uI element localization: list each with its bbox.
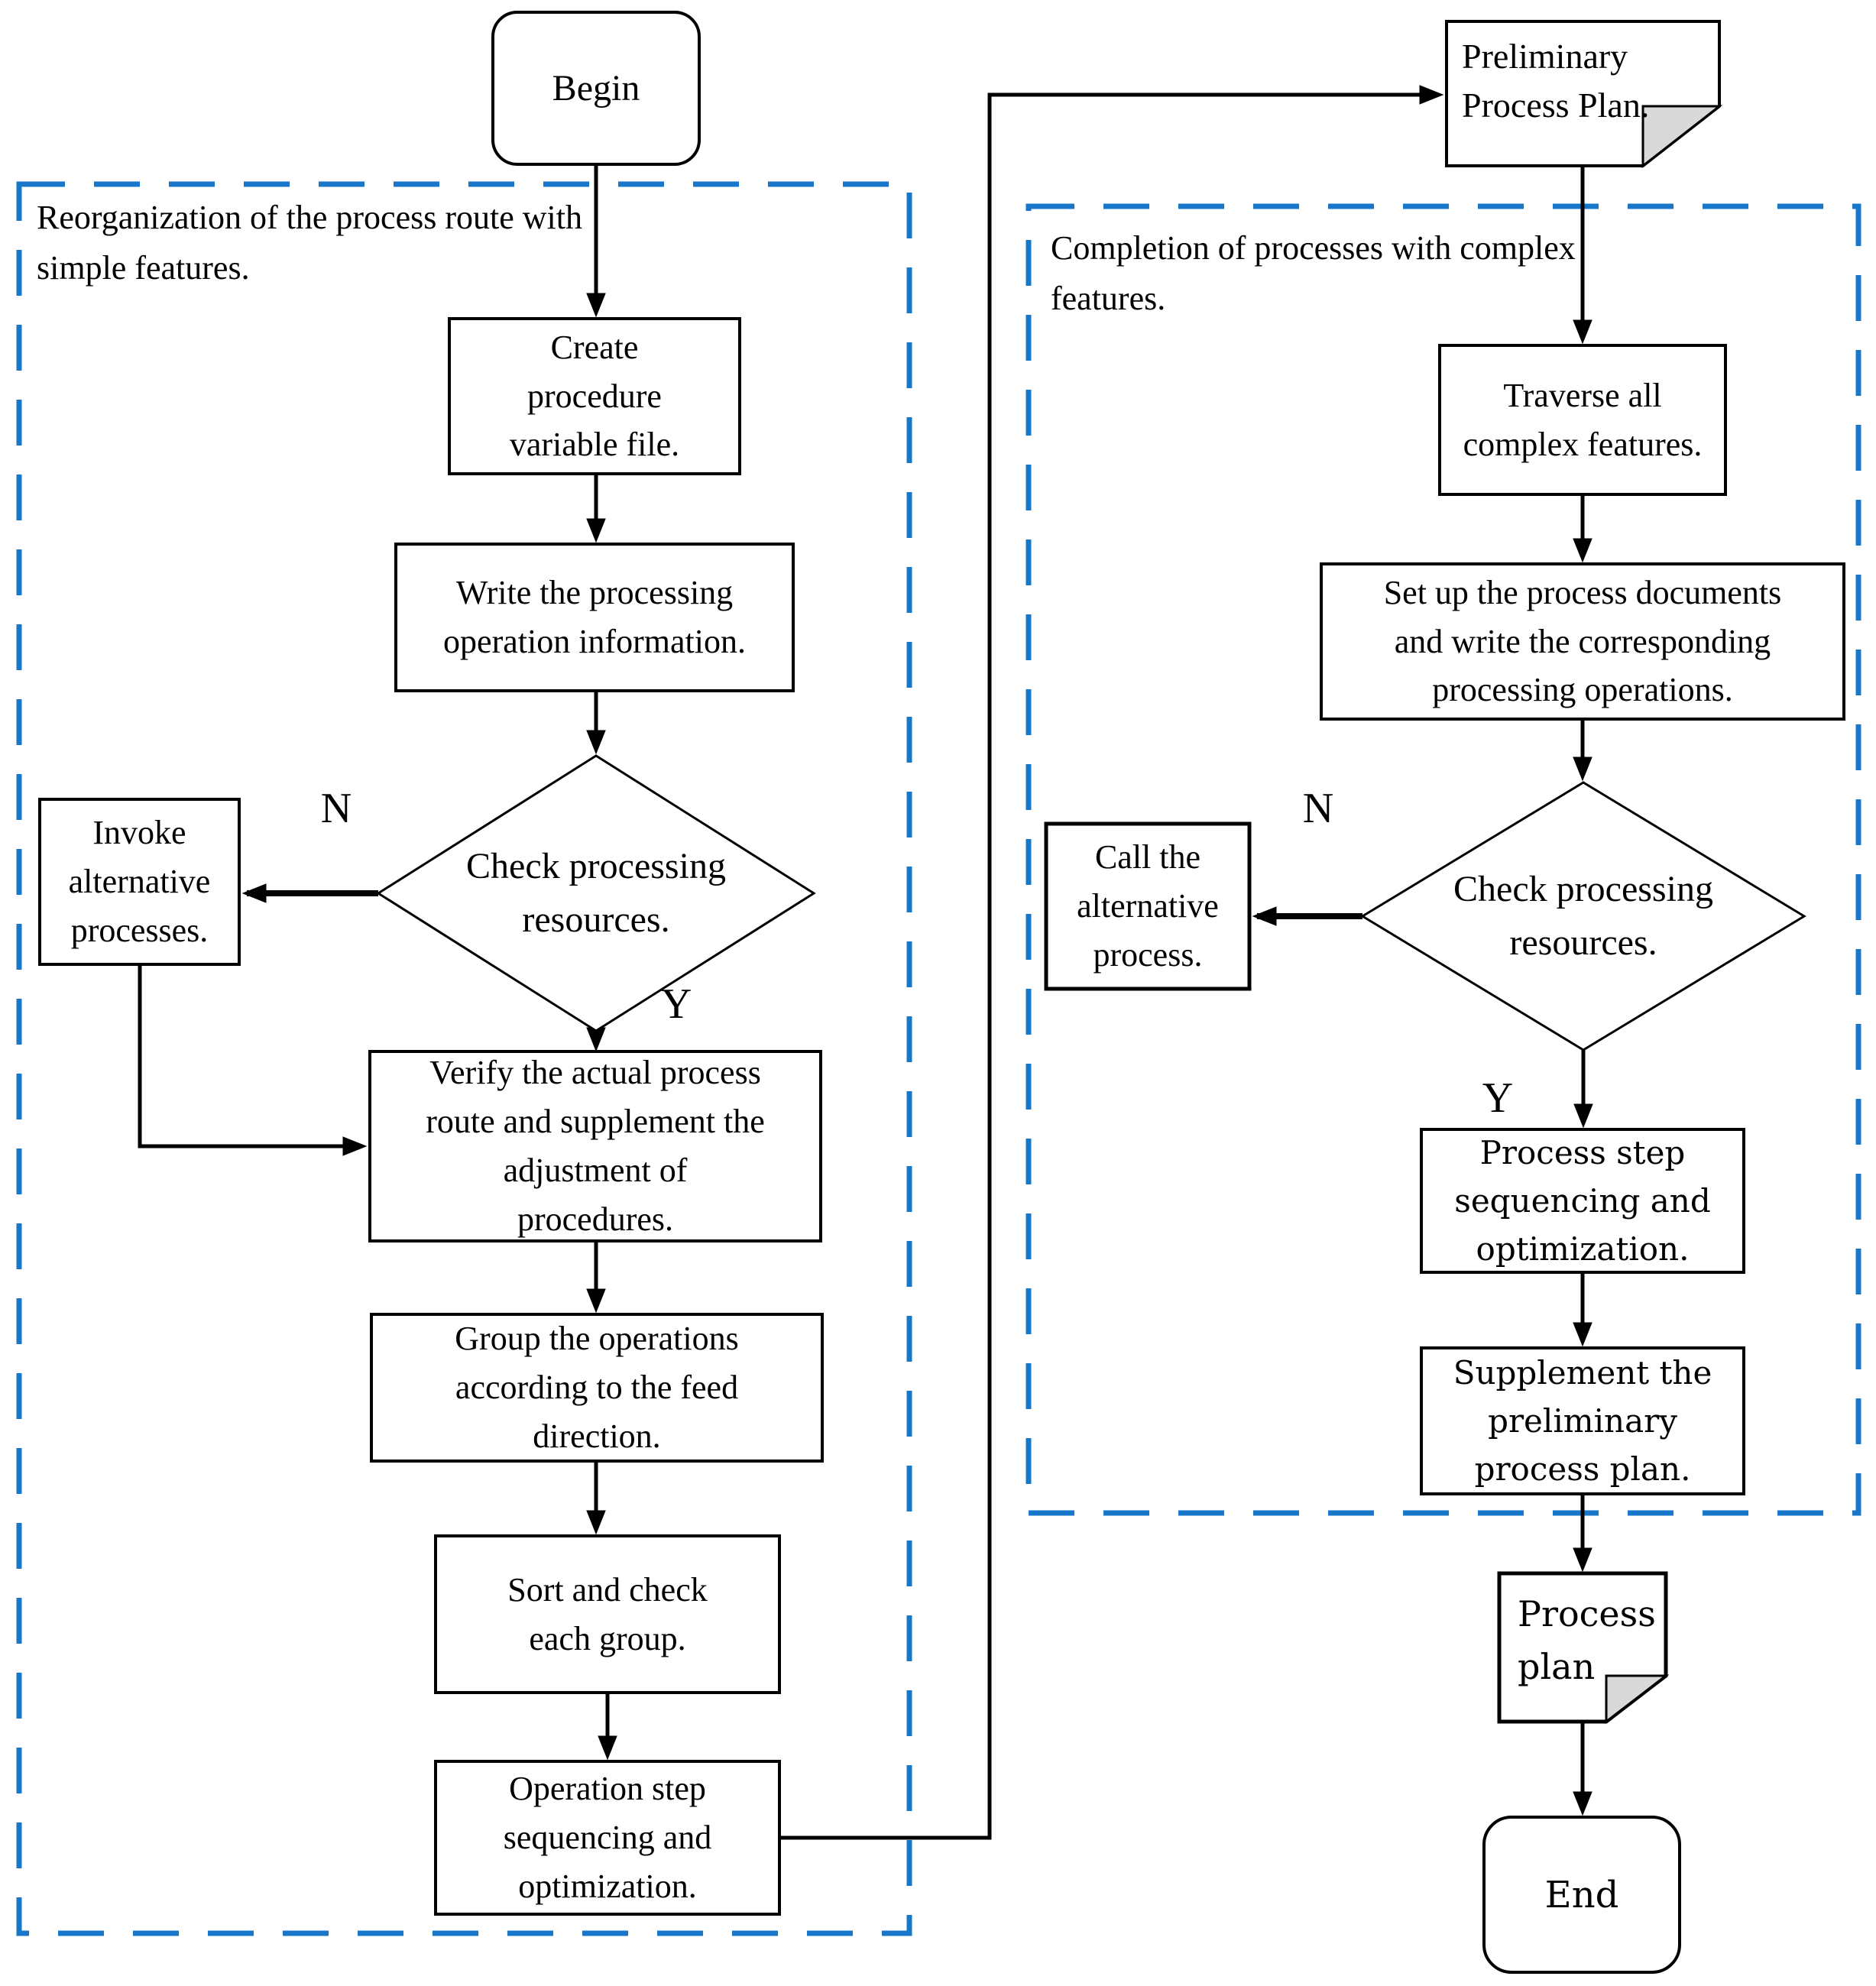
create-shape	[448, 317, 741, 475]
check2-shape	[1360, 781, 1806, 1051]
traverse-node: Traverse all complex features.	[1463, 376, 1703, 463]
check2-node: Check processing resources.	[1453, 869, 1713, 963]
prelim-doc-node: Preliminary Process Plan.	[1462, 37, 1650, 125]
edge-operation-prelimdoc	[779, 85, 1444, 1840]
operation-shape	[434, 1760, 781, 1916]
plan-doc-fold-icon	[1605, 1674, 1670, 1725]
sort-shape	[434, 1534, 781, 1694]
region-right-border	[1025, 203, 1861, 1516]
pstep-node: Process step sequencing and optimization…	[1454, 1134, 1711, 1268]
check2-yes-label: Y	[1482, 1074, 1514, 1122]
sort-node: Sort and check each group.	[507, 1570, 708, 1657]
plan-doc-node: Process plan	[1518, 1593, 1656, 1687]
invoke-shape	[38, 798, 241, 966]
setup-shape	[1320, 562, 1845, 721]
operation-node: Operation step sequencing and optimizati…	[503, 1770, 712, 1905]
check1-no-label: N	[320, 785, 352, 832]
call-shape	[1044, 821, 1252, 991]
end-shape	[1482, 1816, 1681, 1974]
begin-node: Begin	[552, 67, 640, 109]
prelim-doc-fold-icon	[1641, 105, 1723, 169]
traverse-shape	[1438, 344, 1727, 496]
call-node: Call the alternative process.	[1077, 838, 1219, 974]
region-right-title: Completion of processes with complex fea…	[1051, 229, 1576, 317]
check2-no-label: N	[1302, 785, 1334, 832]
group-node: Group the operations according to the fe…	[455, 1320, 739, 1455]
end-node: End	[1544, 1873, 1619, 1916]
region-left-title: Reorganization of the process route with…	[37, 199, 582, 287]
pstep-shape	[1420, 1128, 1745, 1274]
begin-shape	[491, 11, 701, 166]
supplement-node: Supplement the preliminary process plan.	[1453, 1354, 1712, 1488]
check1-yes-label: Y	[660, 980, 692, 1028]
edge-invoke-verify	[138, 964, 368, 1156]
invoke-node: Invoke alternative processes.	[68, 814, 211, 949]
write-shape	[394, 543, 795, 692]
region-left-border	[16, 181, 912, 1936]
verify-node: Verify the actual process route and supp…	[426, 1054, 765, 1238]
create-node: Create procedure variable file.	[509, 328, 680, 464]
setup-node: Set up the process documents and write t…	[1383, 573, 1782, 709]
check1-shape	[376, 754, 816, 1032]
supplement-shape	[1420, 1346, 1745, 1495]
check1-node: Check processing resources.	[466, 846, 726, 940]
verify-shape	[368, 1050, 822, 1242]
write-node: Write the processing operation informati…	[443, 574, 746, 660]
group-shape	[370, 1313, 824, 1463]
